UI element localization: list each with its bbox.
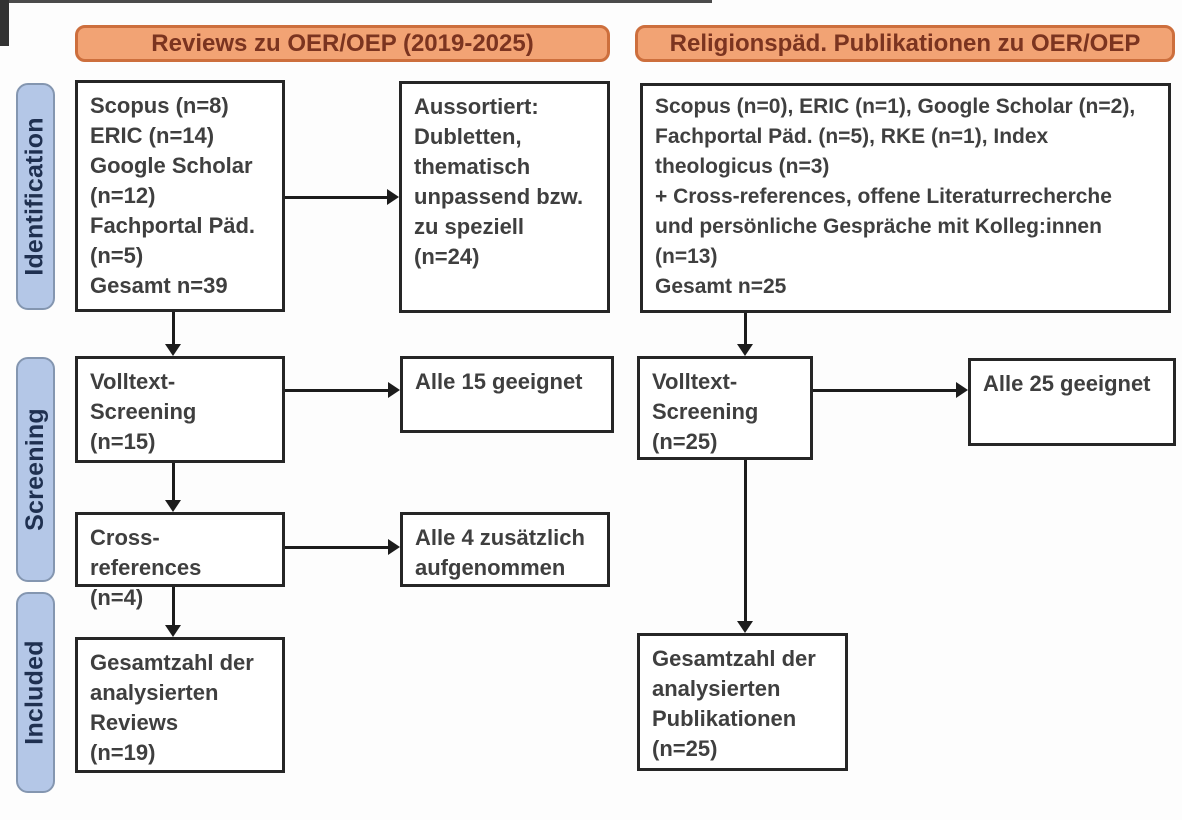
box-right-included-total: Gesamtzahl der analysierten Publikatione… xyxy=(637,633,848,771)
box-left-crossreferences: Cross-references (n=4) xyxy=(75,512,285,610)
arrow-left-id-to-excluded-line xyxy=(285,195,387,199)
scan-artifact-top-edge xyxy=(0,0,712,3)
arrow-left-crossref-to-included-head xyxy=(165,625,181,637)
stage-label-screening: Screening xyxy=(16,357,55,582)
arrow-left-crossref-to-included-line xyxy=(171,587,175,625)
stage-label-screening-text: Screening xyxy=(21,408,49,531)
stage-label-identification: Identification xyxy=(16,83,55,310)
arrow-right-fulltext-to-result-line xyxy=(813,388,956,392)
arrow-left-crossref-to-result-line xyxy=(285,545,388,549)
box-left-fulltext-screening: Volltext- Screening (n=15) xyxy=(75,356,285,463)
box-right-identification-sources: Scopus (n=0), ERIC (n=1), Google Scholar… xyxy=(640,83,1171,313)
arrow-right-id-to-fulltext-head xyxy=(737,344,753,356)
column-header-religionspaed: Religionspäd. Publikationen zu OER/OEP xyxy=(635,25,1175,62)
column-header-reviews: Reviews zu OER/OEP (2019-2025) xyxy=(75,25,610,62)
box-right-fulltext-result: Alle 25 geeignet xyxy=(968,358,1176,446)
arrow-left-crossref-to-result-head xyxy=(388,539,400,555)
box-left-included-total: Gesamtzahl der analysierten Reviews (n=1… xyxy=(75,637,285,773)
arrow-right-id-to-fulltext-line xyxy=(743,313,747,344)
arrow-left-id-to-fulltext-line xyxy=(171,312,175,344)
arrow-left-fulltext-to-crossref-head xyxy=(165,500,181,512)
box-right-fulltext-screening: Volltext- Screening (n=25) xyxy=(637,356,813,460)
arrow-left-id-to-excluded-head xyxy=(387,189,399,205)
stage-label-identification-text: Identification xyxy=(21,117,50,276)
arrow-left-fulltext-to-result-head xyxy=(388,382,400,398)
box-left-identification-sources: Scopus (n=8) ERIC (n=14) Google Scholar … xyxy=(75,80,285,312)
box-left-crossref-result: Alle 4 zusätzlich aufgenommen xyxy=(400,512,610,587)
arrow-right-fulltext-to-result-head xyxy=(956,382,968,398)
arrow-left-fulltext-to-result-line xyxy=(285,388,388,392)
box-left-excluded: Aussortiert: Dubletten, thematisch unpas… xyxy=(399,81,610,313)
stage-label-included: Included xyxy=(16,592,55,793)
box-left-fulltext-result: Alle 15 geeignet xyxy=(400,356,614,433)
stage-label-included-text: Included xyxy=(21,640,50,745)
arrow-left-fulltext-to-crossref-line xyxy=(171,463,175,500)
scan-artifact-corner xyxy=(0,0,9,46)
arrow-left-id-to-fulltext-head xyxy=(165,344,181,356)
arrow-right-fulltext-to-included-head xyxy=(737,621,753,633)
arrow-right-fulltext-to-included-line xyxy=(743,460,747,621)
